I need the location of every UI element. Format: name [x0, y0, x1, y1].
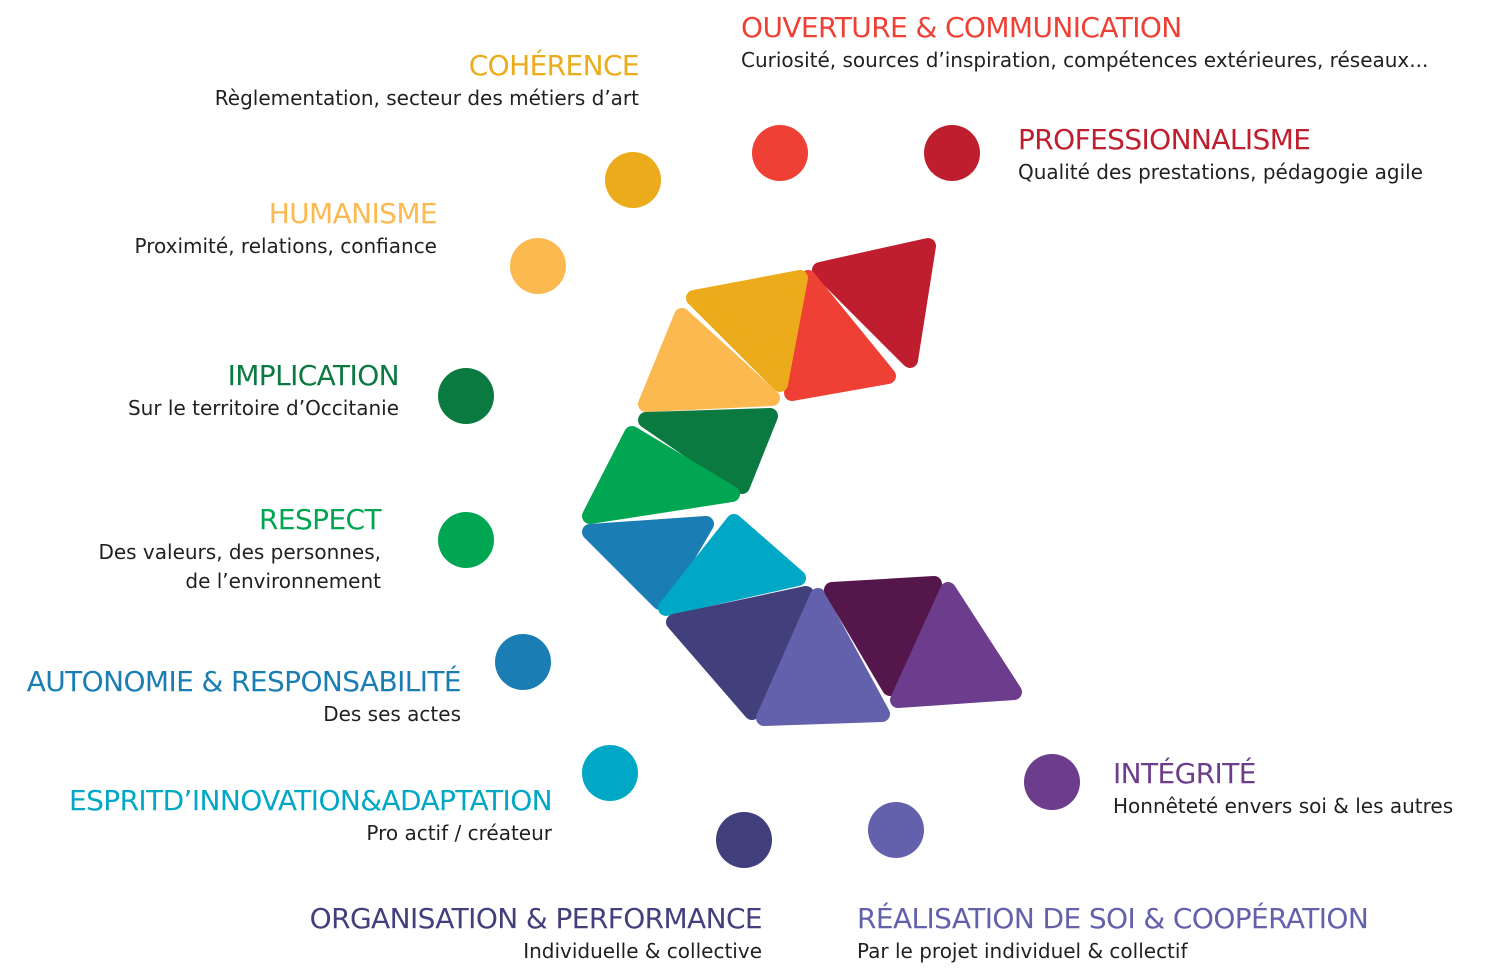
value-title: HUMANISME	[268, 197, 438, 230]
value-description: Proximité, relations, confiance	[134, 234, 438, 258]
value-description: Des ses actes	[323, 702, 461, 726]
value-title: AUTONOMIE & RESPONSABILITÉ	[26, 665, 462, 698]
value-description: Règlementation, secteur des métiers d’ar…	[214, 86, 639, 110]
value-description-line-2: de l’environnement	[185, 569, 381, 593]
value-description-line-1: Des valeurs, des personnes,	[98, 540, 381, 564]
triangle-realisation	[756, 588, 890, 726]
value-description: Sur le territoire d’Occitanie	[127, 396, 399, 420]
dot-autonomie	[495, 634, 551, 690]
value-implication: IMPLICATION Sur le territoire d’Occitani…	[127, 358, 400, 423]
dot-integrite	[1024, 754, 1080, 810]
value-professionnalisme: PROFESSIONNALISME Qualité des prestation…	[1018, 122, 1423, 187]
value-humanisme: HUMANISME Proximité, relations, confianc…	[135, 196, 438, 261]
triangle-humanisme	[638, 308, 780, 412]
dot-esprit	[582, 745, 638, 801]
triangle-coherence	[686, 270, 808, 392]
value-title: ESPRITD’INNOVATION&ADAPTATION	[69, 784, 553, 817]
dot-respect	[438, 512, 494, 568]
triangle-organisation-dark	[824, 576, 942, 696]
value-title: RESPECT	[259, 503, 382, 536]
triangle-implication	[638, 408, 778, 494]
value-title: COHÉRENCE	[468, 49, 640, 82]
value-realisation: RÉALISATION DE SOI & COOPÉRATION Par le …	[857, 901, 1369, 966]
dot-professionnalisme	[924, 125, 980, 181]
triangle-autonomie	[582, 516, 714, 610]
value-integrite: INTÉGRITÉ Honnêteté envers soi & les aut…	[1113, 756, 1453, 821]
triangle-integrite	[890, 582, 1022, 708]
dot-realisation	[868, 802, 924, 858]
dot-coherence	[605, 152, 661, 208]
value-title: ORGANISATION & PERFORMANCE	[309, 902, 763, 935]
triangle-professionnalisme	[812, 238, 936, 368]
dot-implication	[438, 368, 494, 424]
triangle-esprit	[658, 514, 806, 616]
value-title: OUVERTURE & COMMUNICATION	[741, 11, 1182, 44]
value-title: IMPLICATION	[227, 359, 400, 392]
value-coherence: COHÉRENCE Règlementation, secteur des mé…	[214, 48, 640, 113]
value-description: Individuelle & collective	[523, 939, 762, 963]
value-ouverture: OUVERTURE & COMMUNICATION Curiosité, sou…	[741, 10, 1428, 75]
value-description: Pro actif / créateur	[366, 821, 552, 845]
value-title: PROFESSIONNALISME	[1018, 123, 1311, 156]
value-esprit: ESPRITD’INNOVATION&ADAPTATION Pro actif …	[69, 783, 553, 848]
dot-humanisme	[510, 238, 566, 294]
dot-organisation	[716, 812, 772, 868]
value-title: RÉALISATION DE SOI & COOPÉRATION	[857, 902, 1369, 935]
value-description: Par le projet individuel & collectif	[857, 939, 1188, 963]
value-description: Honnêteté envers soi & les autres	[1113, 794, 1454, 818]
value-description: Qualité des prestations, pédagogie agile	[1018, 160, 1423, 184]
value-description: Curiosité, sources d’inspiration, compét…	[741, 48, 1429, 72]
triangle-respect	[582, 426, 740, 524]
triangle-ouverture	[784, 270, 896, 401]
value-organisation: ORGANISATION & PERFORMANCE Individuelle …	[309, 901, 763, 966]
value-title: INTÉGRITÉ	[1113, 757, 1256, 790]
value-autonomie: AUTONOMIE & RESPONSABILITÉ Des ses actes	[26, 664, 462, 729]
dot-ouverture	[752, 125, 808, 181]
value-respect: RESPECT Des valeurs, des personnes, de l…	[98, 502, 381, 596]
triangle-organisation	[666, 586, 814, 720]
